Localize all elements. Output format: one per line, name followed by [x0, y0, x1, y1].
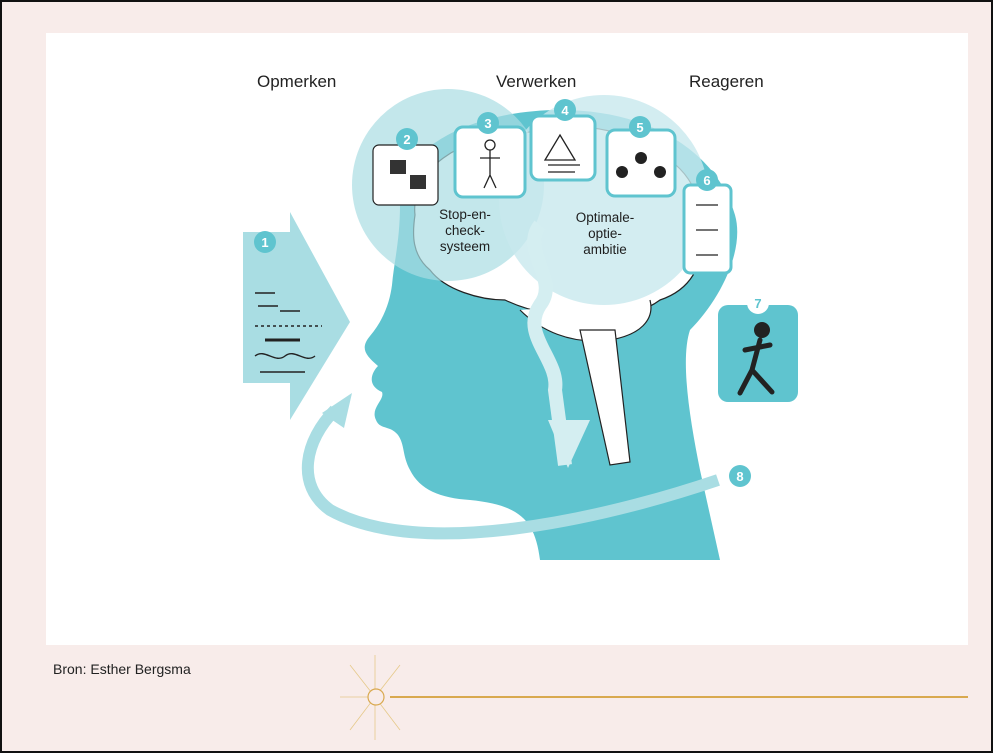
step-3: 3 — [484, 116, 491, 131]
heading-process: Verwerken — [496, 72, 577, 91]
step-7: 7 — [754, 296, 761, 311]
feedback-arrow — [301, 405, 720, 540]
idea-checklist-icon — [529, 114, 597, 182]
step-4: 4 — [561, 103, 569, 118]
step-badges: 1 2 3 4 5 6 7 8 — [254, 99, 769, 487]
brain-stem — [579, 329, 631, 466]
input-arrow-lines — [254, 292, 322, 373]
heading-perceive: Opmerken — [257, 72, 337, 91]
step-5: 5 — [636, 120, 643, 135]
document-steps-icon — [682, 183, 733, 275]
step-6: 6 — [703, 173, 710, 188]
input-arrow — [243, 212, 350, 420]
step-1: 1 — [261, 235, 268, 250]
step-8: 8 — [736, 469, 743, 484]
label-optimal-option: Optimale- optie- ambitie — [575, 210, 635, 257]
source-caption: Bron: Esther Bergsma — [53, 661, 191, 677]
label-stop-check: Stop-en- check- systeem — [439, 207, 491, 254]
heading-react: Reageren — [689, 72, 764, 91]
wavy-arrow — [527, 220, 572, 466]
puzzle-icon — [372, 144, 439, 206]
step-2: 2 — [403, 132, 410, 147]
